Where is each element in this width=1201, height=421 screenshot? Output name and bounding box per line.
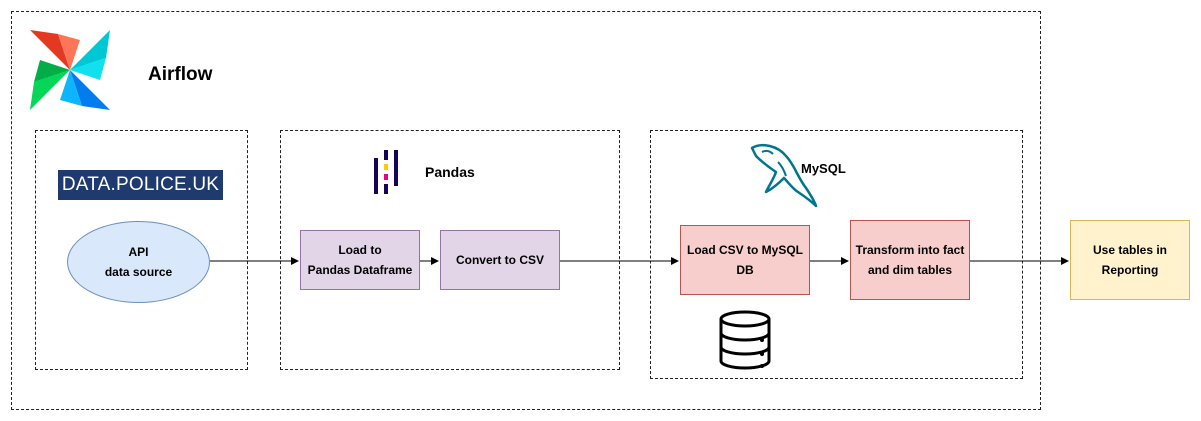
airflow-title: Airflow [148, 64, 213, 85]
airflow-pinwheel-icon [30, 30, 110, 110]
mysql-title: MySQL [801, 161, 846, 176]
mysql-container [650, 130, 1023, 379]
pandas-title: Pandas [425, 164, 475, 180]
pandas-container [280, 130, 620, 370]
pandas-bars-icon [374, 150, 398, 194]
use-tables-in-reporting-node: Use tables in Reporting [1070, 220, 1190, 300]
mysql-dolphin-icon [750, 144, 818, 208]
source-container [35, 130, 248, 370]
transform-fact-dim-node: Transform into fact and dim tables [850, 220, 970, 300]
airflow-container [11, 11, 1041, 410]
convert-to-csv-node: Convert to CSV [440, 230, 560, 290]
data-police-uk-logo: DATA.POLICE.UK [58, 170, 223, 200]
load-to-pandas-node: Load to Pandas Dataframe [300, 230, 420, 290]
load-csv-to-mysql-node: Load CSV to MySQL DB [680, 225, 810, 295]
api-data-source-node: API data source [67, 221, 210, 303]
database-icon [719, 310, 771, 370]
